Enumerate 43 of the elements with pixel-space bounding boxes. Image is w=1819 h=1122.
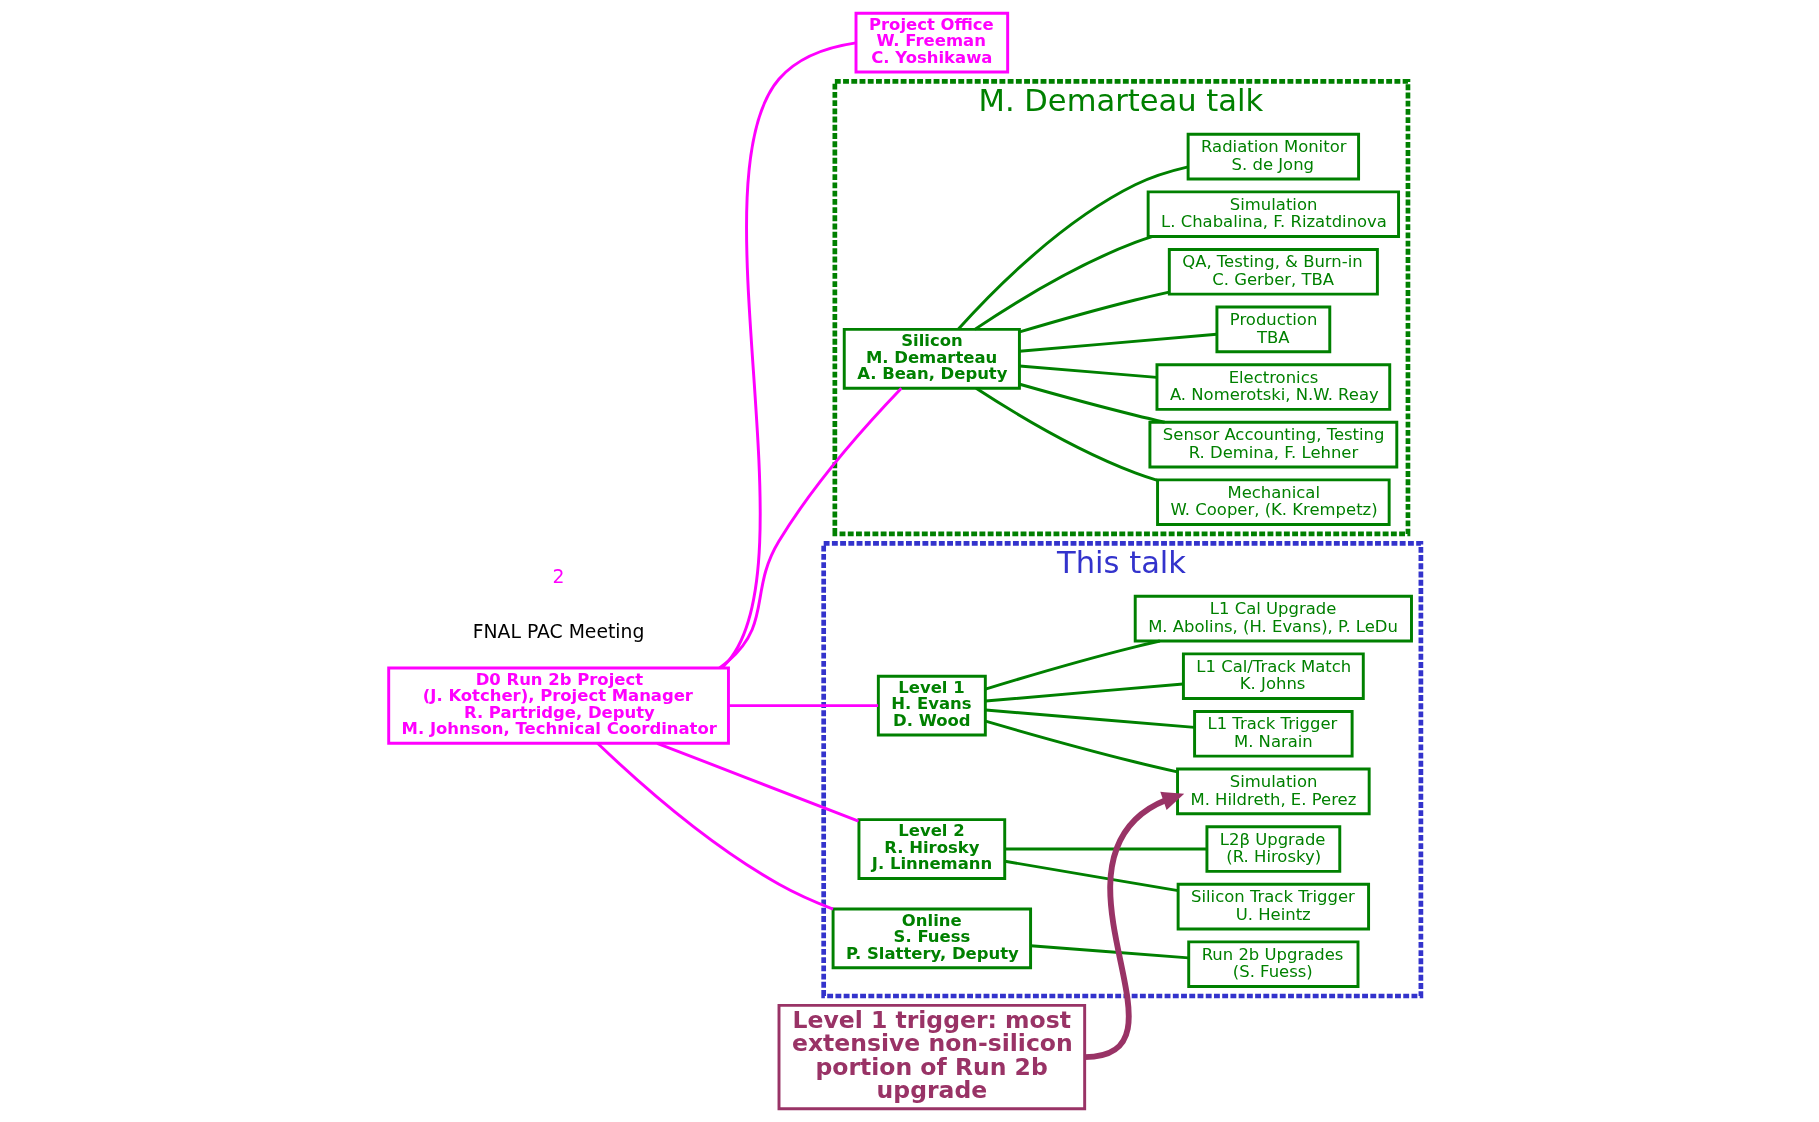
- connector: [720, 41, 857, 669]
- connector: [1019, 290, 1170, 334]
- connector: [1019, 364, 1157, 379]
- node-box: Run 2b Upgrades (S. Fuess): [1187, 940, 1360, 989]
- connector: [974, 235, 1153, 331]
- connector: [985, 719, 1178, 774]
- node-box: Radiation Monitor S. de Jong: [1186, 132, 1361, 181]
- node-box: Mechanical W. Cooper, (K. Krempetz): [1156, 478, 1391, 527]
- node-box: L1 Track Trigger M. Narain: [1193, 710, 1354, 758]
- node-box: Level 1 trigger: most extensive non-silicon portion of Run 2b upgrade: [777, 1003, 1087, 1111]
- connector: [975, 386, 1158, 482]
- node-box: L2β Upgrade (R. Hirosky): [1205, 825, 1342, 873]
- connector: [985, 708, 1195, 729]
- node-box: Silicon Track Trigger U. Heintz: [1176, 882, 1371, 931]
- connector: [656, 741, 859, 823]
- connector: [985, 639, 1161, 691]
- node-box: L1 Cal/Track Match K. Johns: [1181, 652, 1365, 700]
- node-box: Level 2 R. Hirosky J. Linnemann: [857, 818, 1007, 880]
- node-box: Silicon M. Demarteau A. Bean, Deputy: [842, 327, 1021, 390]
- node-box: Simulation M. Hildreth, E. Perez: [1176, 767, 1371, 816]
- connector: [596, 742, 834, 911]
- node-box: L1 Cal Upgrade M. Abolins, (H. Evans), P. LeDu: [1133, 594, 1413, 643]
- arrow: [1084, 791, 1185, 1060]
- connector: [718, 387, 903, 670]
- label: FNAL PAC Meeting: [472, 621, 645, 643]
- node-box: Sensor Accounting, Testing R. Demina, F. Lehner: [1148, 420, 1399, 469]
- node-box: Level 1 H. Evans D. Wood: [876, 674, 987, 737]
- connector: [1030, 944, 1189, 960]
- node-box: Production TBA: [1215, 305, 1332, 354]
- connector: [985, 682, 1184, 703]
- connector: [957, 165, 1189, 331]
- connector: [1019, 332, 1217, 353]
- connector: [1004, 859, 1179, 893]
- connector: [1004, 847, 1207, 851]
- node-box: Project Office W. Freeman C. Yoshikawa: [854, 11, 1010, 74]
- node-box: QA, Testing, & Burn-in C. Gerber, TBA: [1167, 248, 1379, 296]
- node-box: D0 Run 2b Project (J. Kotcher), Project Manager R. Partridge, Deputy M. Johnson, Technical Coordinator: [387, 666, 730, 745]
- node-box: Simulation L. Chabalina, F. Rizatdinova: [1146, 190, 1401, 238]
- connector: [728, 704, 879, 708]
- connector: [1019, 382, 1166, 424]
- label: 2: [552, 566, 565, 588]
- node-box: Electronics A. Nomerotski, N.W. Reay: [1155, 363, 1392, 411]
- node-box: Online S. Fuess P. Slattery, Deputy: [831, 907, 1033, 970]
